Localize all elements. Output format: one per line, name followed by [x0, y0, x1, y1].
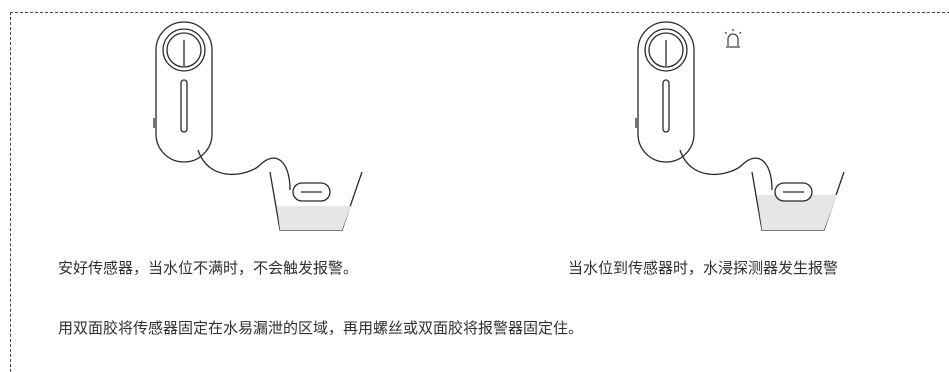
water-fill: [277, 206, 351, 230]
alarm-device-button-inner: [166, 32, 202, 68]
alarm-device-button-outer: [644, 28, 688, 72]
sensor-cable: [679, 149, 773, 191]
caption-normal: 安好传感器，当水位不满时，不会触发报警。: [58, 259, 359, 277]
water-fill: [757, 195, 837, 230]
alarm-device-button-inner: [648, 32, 684, 68]
alarm-device: [155, 21, 213, 163]
illustration-alarm: [635, 21, 845, 231]
alarm-device-button-outer: [162, 28, 206, 72]
illustration-normal: [153, 21, 363, 231]
alarm-device: [637, 21, 695, 163]
caption-alarm: 当水位到传感器时，水浸探测器发生报警: [568, 259, 839, 277]
caption-instructions: 用双面胶将传感器固定在水易漏泄的区域，再用螺丝或双面胶将报警器固定住。: [58, 319, 584, 337]
sensor-probe: [292, 182, 331, 202]
alarm-light-icon: [724, 29, 742, 48]
dashed-frame: [10, 12, 949, 372]
alarm-device-slot: [180, 79, 188, 133]
alarm-device-slot: [662, 79, 670, 133]
sensor-cable: [197, 149, 291, 191]
